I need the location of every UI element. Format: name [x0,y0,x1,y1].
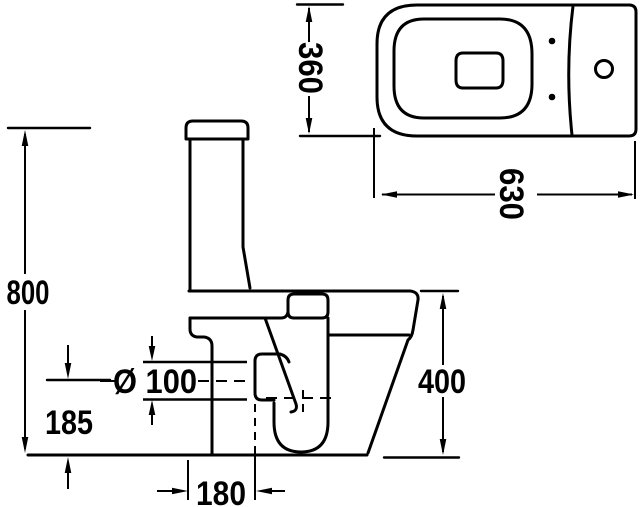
dim-100-arrow-down [148,346,156,361]
trap-u-bend [272,316,330,454]
cistern-divider-line [567,4,575,137]
dimension-outlet-diameter: Ø 100 [113,336,247,425]
dimension-400: 400 [382,289,466,459]
side-view [26,119,420,457]
dimension-360: 360 [291,3,382,138]
dim-label-185: 185 [45,404,93,442]
dim-630-arrow-right [618,191,634,198]
drain-opening [454,51,505,90]
dim-800-arrow-down [21,437,29,453]
weir-diagonal [263,316,298,414]
dimension-180: 180 [157,446,285,507]
seat-hinge-block [286,292,330,320]
seat-hinge-hole-top [548,37,556,45]
seat-hinge-hole-bottom [548,93,556,101]
dimension-630: 630 [373,128,636,220]
cistern-lid [184,119,250,141]
outlet-pipe [253,352,291,402]
dim-label-360: 360 [291,42,329,94]
dim-800-arrow-up [21,130,29,146]
dim-360-arrow-down [305,118,313,134]
dim-label-400: 400 [418,363,466,401]
flush-button [594,59,614,79]
dim-180-arrow-right [172,487,188,495]
cistern-body-right [241,137,252,290]
top-view [375,3,638,138]
bowl-inner-rim [392,17,534,120]
dim-label-diameter-100: Ø 100 [113,363,197,401]
top-view-outer-body [375,3,638,138]
pedestal-back-edge [188,316,214,456]
seat-bottom-line [188,310,290,320]
dim-400-arrow-down [439,439,447,455]
dim-400-arrow-up [439,293,447,309]
dim-630-arrow-left [381,191,397,198]
dim-185-arrow-up [64,457,72,473]
dim-label-630: 630 [492,168,530,220]
dim-label-180: 180 [196,475,246,507]
dim-360-arrow-up [305,6,313,22]
dim-180-arrow-left [256,487,272,495]
dim-label-800: 800 [7,274,50,312]
dimension-800: 800 [7,126,92,453]
dim-185-arrow-down [64,363,72,379]
dim-100-arrow-up [148,400,156,415]
dimension-185: 185 [45,345,112,489]
bowl-top-front-profile [187,289,420,455]
